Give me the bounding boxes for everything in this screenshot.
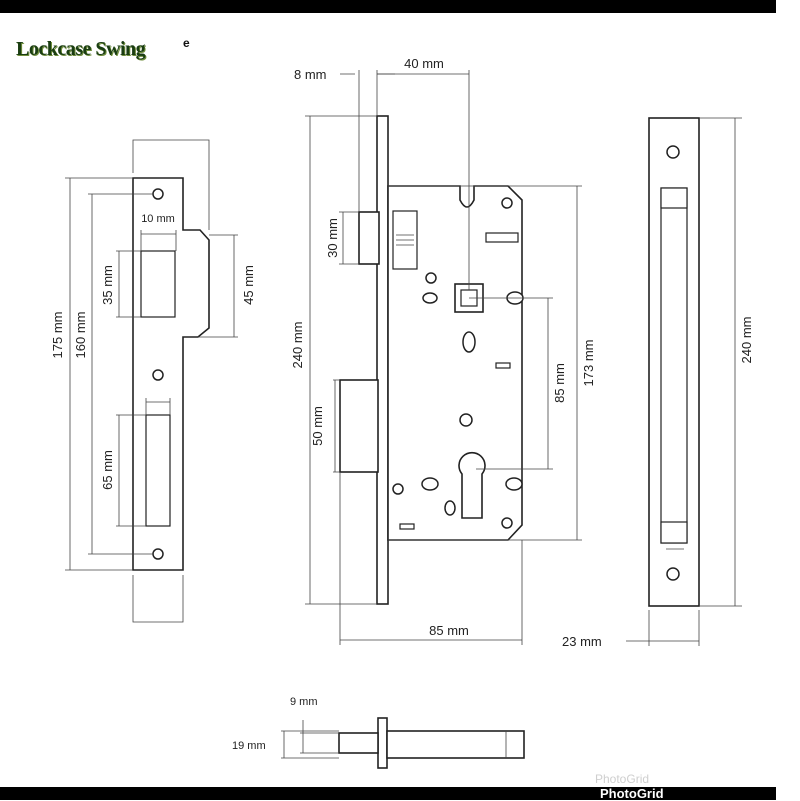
bolt-inner-label: 9 mm <box>290 696 318 708</box>
strike-plate: 175 mm 160 mm 10 mm 35 mm 45 mm 65 mm <box>50 139 256 623</box>
bolt-outer-label: 19 mm <box>232 740 266 752</box>
body-height-label: 173 mm <box>581 340 596 387</box>
bolt-plate <box>377 717 388 769</box>
case-rivet-1 <box>425 272 437 284</box>
deadbolt <box>339 379 379 473</box>
strike-screw-hole-middle <box>152 369 164 381</box>
strike-bolt-slot-label: 65 mm <box>100 450 115 490</box>
small-slot-right <box>495 362 511 369</box>
watermark-ghost: PhotoGrid <box>595 772 650 786</box>
upper-slot <box>485 232 519 243</box>
case-screw-top <box>501 197 513 209</box>
strike-slot-width-label: 10 mm <box>141 213 175 225</box>
case-oval-lower-left <box>421 477 439 491</box>
case-rivet-2 <box>459 413 473 427</box>
case-rivet-3 <box>392 483 404 495</box>
strike-bolt-slot <box>145 414 171 527</box>
faceplate-height-label: 240 mm <box>290 322 305 369</box>
watermark-label: PhotoGrid <box>600 786 664 801</box>
right-margin <box>776 0 800 800</box>
top-border-band <box>0 0 776 13</box>
latch-bolt <box>358 211 380 265</box>
strike-latch-slot <box>140 250 176 318</box>
strike-plate-outline <box>132 177 210 571</box>
case-oval-left <box>422 292 438 304</box>
diagram-title: Lockcase Swing <box>16 38 146 60</box>
backset-label: 40 mm <box>404 56 444 71</box>
strike-lip-label: 45 mm <box>241 265 256 305</box>
bottom-border-band <box>0 787 776 800</box>
faceplate-slot-top-cap <box>660 187 688 209</box>
faceplate-screw-bottom <box>666 567 680 581</box>
case-oval-lower-right <box>505 477 523 491</box>
case-oval-center <box>462 331 476 353</box>
euro-cylinder-cutout <box>458 451 486 519</box>
depth-label: 85 mm <box>429 623 469 638</box>
small-slot-bottom <box>399 523 415 530</box>
front-height-label: 240 mm <box>739 317 754 364</box>
case-oval-lower <box>444 500 456 516</box>
lock-body: 8 mm 40 mm 240 mm 30 mm 50 mm 173 mm 85 … <box>290 56 596 645</box>
strike-plate-height-label: 175 mm <box>50 312 65 359</box>
faceplate-screw-top <box>666 145 680 159</box>
lock-faceplate <box>376 115 389 605</box>
faceplate-slot <box>660 187 688 544</box>
faceplate-thickness-label: 8 mm <box>294 67 327 82</box>
strike-hole-spacing-label: 160 mm <box>73 312 88 359</box>
strike-latch-slot-label: 35 mm <box>100 265 115 305</box>
centre-distance-label: 85 mm <box>552 363 567 403</box>
bolt-stub <box>338 732 379 754</box>
front-width-label: 23 mm <box>562 634 602 649</box>
strike-screw-hole-bottom <box>152 548 164 560</box>
bolt-side-view: 9 mm 19 mm <box>232 696 525 769</box>
lock-case-outline <box>387 185 523 541</box>
faceplate-front: 240 mm 23 mm <box>562 117 754 649</box>
deadbolt-height-label: 50 mm <box>310 406 325 446</box>
title-mark: e <box>183 36 190 50</box>
strike-screw-hole-top <box>152 188 164 200</box>
faceplate-slot-bottom-cap <box>660 521 688 544</box>
bolt-body <box>386 730 525 759</box>
latch-height-label: 30 mm <box>325 218 340 258</box>
case-screw-bottom <box>501 517 513 529</box>
